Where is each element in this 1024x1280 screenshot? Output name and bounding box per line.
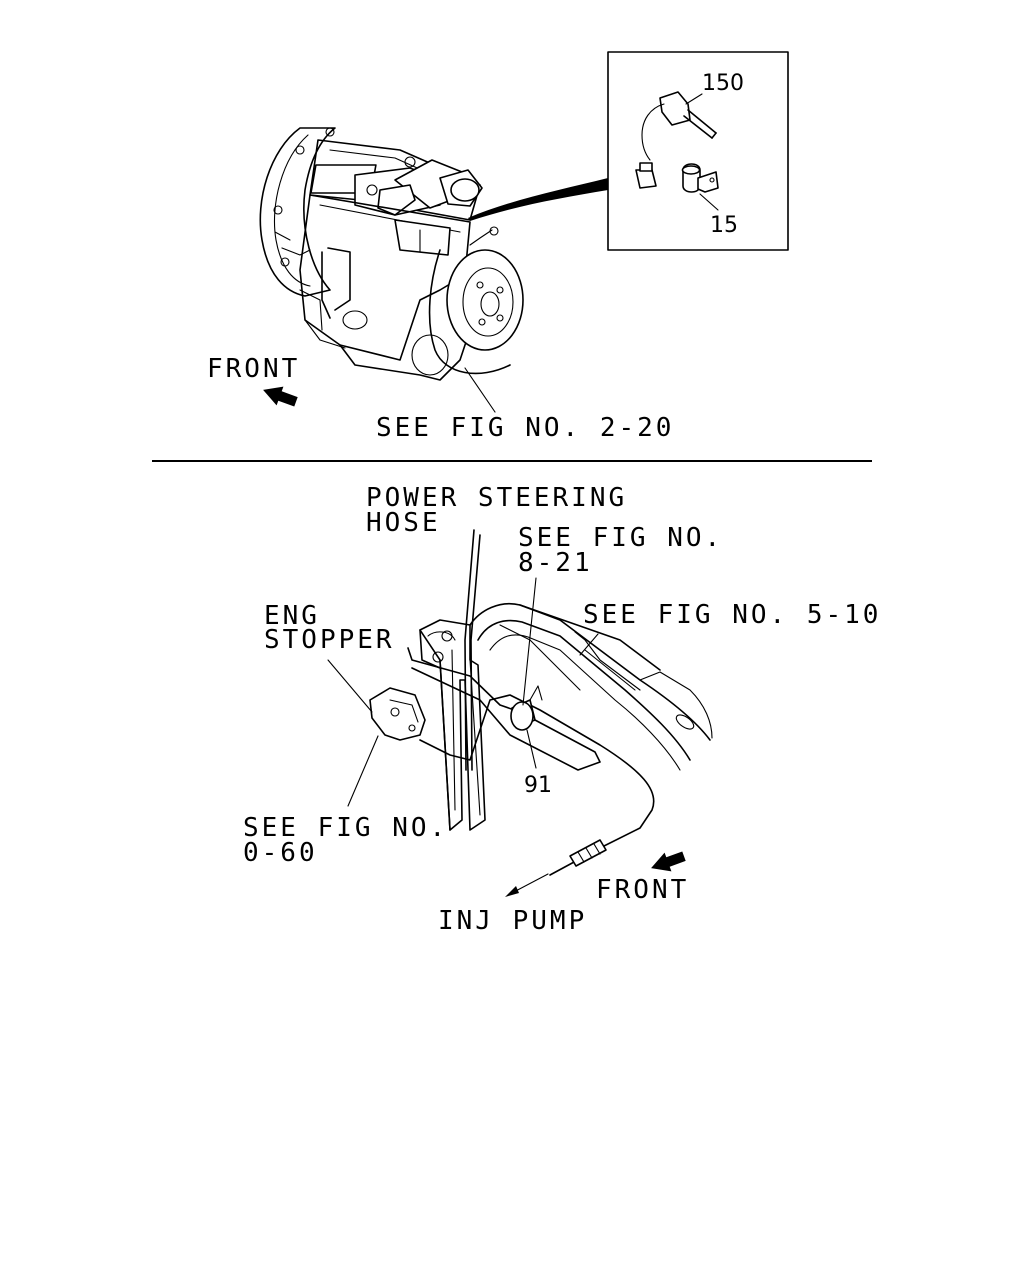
inset-leader-wedge: [468, 178, 608, 221]
see-fig-5-10-label: SEE FIG NO. 5-10: [583, 600, 881, 630]
leader-0-60: [347, 735, 379, 807]
inj-pump-arrow-icon: [505, 886, 519, 897]
inj-pump-label: INJ PUMP: [438, 906, 587, 936]
leader-150: [685, 93, 703, 105]
leader-eng-stopper: [327, 659, 373, 713]
see-fig-2-20-label: SEE FIG NO. 2-20: [376, 413, 674, 443]
leader-91: [526, 729, 537, 769]
part-number-91: 91: [524, 773, 552, 798]
see-fig-0-60-label-1: SEE FIG NO.: [243, 813, 448, 843]
power-steering-hose-label-2: HOSE: [366, 508, 441, 538]
front-label-top: FRONT: [207, 354, 300, 384]
front-label-bottom: FRONT: [596, 875, 689, 905]
frame-drawing: [407, 529, 713, 831]
inset-box: 150 15: [607, 51, 789, 251]
front-arrow-top-icon: [263, 386, 298, 407]
leader-2-20: [464, 367, 496, 413]
front-arrow-bottom-icon: [651, 851, 686, 872]
see-fig-8-21-label-1: SEE FIG NO.: [518, 523, 723, 553]
leader-8-21: [522, 577, 537, 706]
part-number-150: 150: [702, 71, 744, 96]
part-number-15: 15: [710, 213, 738, 238]
speed-sensor-part: [635, 91, 717, 189]
clip-part: [681, 163, 719, 193]
power-steering-hose-label-1: POWER STEERING: [366, 483, 627, 513]
leader-15: [699, 193, 719, 211]
leader-5-10: [579, 633, 599, 656]
engine-stopper-part: [369, 687, 426, 741]
see-fig-0-60-label-2: 0-60: [243, 838, 318, 868]
see-fig-8-21-label-2: 8-21: [518, 548, 593, 578]
eng-stopper-label-1: ENG: [264, 601, 320, 631]
transmission-drawing: [259, 127, 524, 381]
eng-stopper-label-2: STOPPER: [264, 625, 395, 655]
stop-cable: [419, 685, 655, 876]
